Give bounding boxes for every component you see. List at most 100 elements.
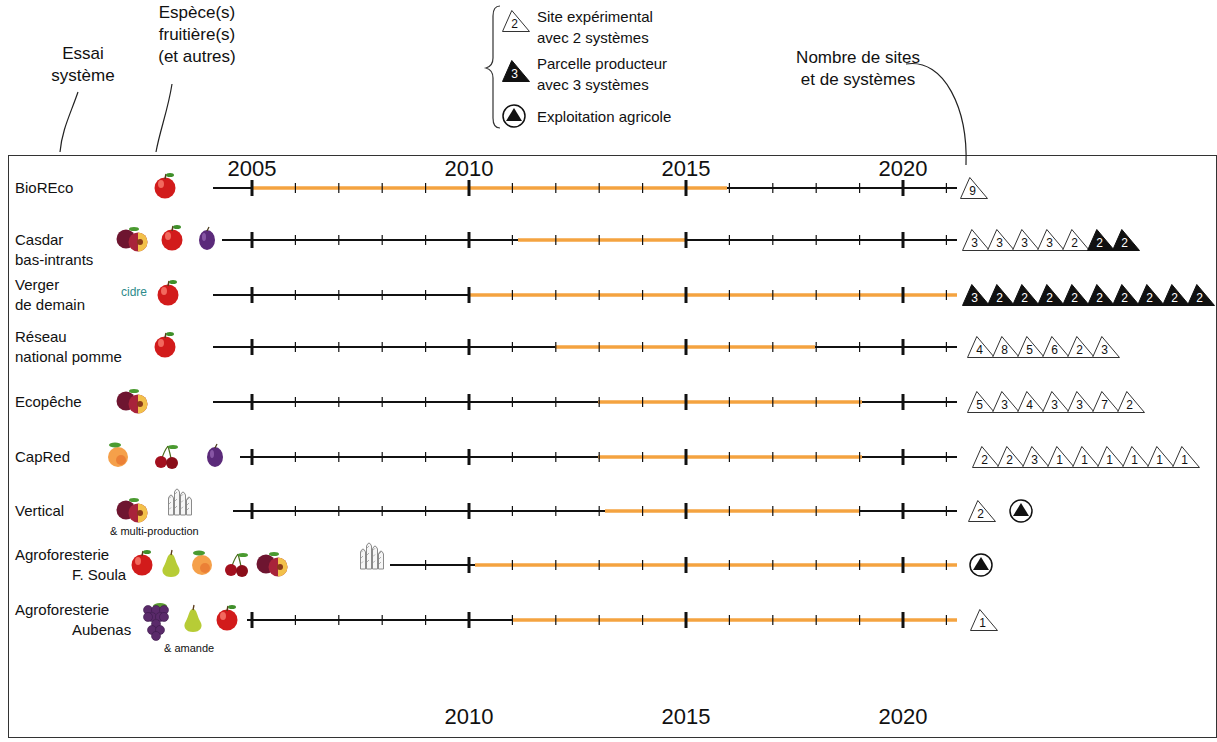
triangle-shape [1073,447,1100,468]
site-count: 3 [987,237,1012,249]
minor-tick [555,615,556,625]
minor-tick [729,560,730,570]
site-triangle: 1 [1172,446,1200,468]
trial-name: Verger de demain [15,275,85,315]
apple-leaf [169,280,177,284]
apple-leaf [228,605,236,609]
leader-line [156,84,172,152]
major-tick [251,180,254,196]
site-triangle: 2 [1117,391,1145,413]
site-triangle: 2 [1087,284,1115,306]
asparagus-scale [187,503,189,505]
minor-tick [338,452,339,462]
site-count: 2 [972,454,997,466]
plum-stem [207,227,209,231]
major-tick [685,612,688,628]
asparagus-scale [181,494,183,496]
minor-tick [599,615,600,625]
minor-tick [295,235,296,245]
minor-tick [512,506,513,516]
minor-tick [946,342,947,352]
major-tick [251,503,254,519]
triangle-shape [1048,447,1075,468]
site-count: 4 [967,344,992,356]
minor-tick [295,342,296,352]
triangle-shape [993,337,1020,358]
apricot-icon [108,447,128,467]
triangle-shape [963,230,990,251]
major-tick [468,339,471,355]
pear-icon [184,609,201,632]
farm-circle [970,554,992,576]
fruit-icon [155,445,178,469]
cherry-icon [155,456,167,468]
major-tick [251,339,254,355]
site-count: 2 [1012,292,1037,304]
triangle-shape [1018,392,1045,413]
triangle-shape [1088,230,1115,251]
asparagus-scale [187,508,189,510]
plum-shine [210,450,214,458]
minor-tick [425,342,426,352]
site-count: 2 [1187,292,1212,304]
site-count: 4 [1017,399,1042,411]
site-triangle: 3 [1042,391,1070,413]
minor-tick [772,235,773,245]
pear-stem [193,605,194,610]
minor-tick [425,235,426,245]
fruit-icon [132,550,153,576]
minor-tick [295,506,296,516]
farm-circle [503,105,525,127]
asparagus-scale [361,562,363,564]
minor-tick [599,452,600,462]
minor-tick [382,235,383,245]
minor-tick [512,615,513,625]
fruit-icon [117,389,148,414]
major-tick [251,612,254,628]
site-count: 2 [1087,237,1112,249]
fruit-icon [108,443,128,468]
triangle-shape [1043,392,1070,413]
column-heading: Essai système [51,43,114,87]
minor-tick [859,452,860,462]
minor-tick [425,560,426,570]
minor-tick [772,183,773,193]
site-count: 2 [997,454,1022,466]
minor-tick [859,183,860,193]
legend-bracket [486,6,500,128]
minor-tick [425,615,426,625]
minor-tick [295,290,296,300]
asparagus-scale [361,556,363,558]
minor-tick [555,235,556,245]
apple-shine [135,557,141,565]
year-label: 2015 [662,158,711,180]
asparagus-icon [373,546,378,569]
apple-shine [161,287,167,295]
fruit-icon [192,551,212,576]
apple-leaf [166,332,174,336]
site-triangle: 3 [962,284,990,306]
apricot-icon [192,555,212,575]
site-count: 2 [1067,344,1092,356]
site-count: 1 [1097,454,1122,466]
major-tick [685,557,688,573]
asparagus-scale [367,553,369,555]
nectarine-half [138,233,148,252]
nectarine-stone [137,510,143,516]
minor-tick [859,615,860,625]
major-tick [468,557,471,573]
minor-tick [859,506,860,516]
minor-tick [729,235,730,245]
nectarine-icon [129,233,148,252]
site-triangle: 3 [962,229,990,251]
minor-tick [295,397,296,407]
trial-name: Ecopêche [15,392,82,412]
site-count: 2 [1162,292,1187,304]
minor-tick [599,506,600,516]
site-count: 6 [1042,344,1067,356]
legend-sample-triangle [503,11,530,32]
site-count: 1 [1147,454,1172,466]
minor-tick [338,342,339,352]
triangle-shape [1123,447,1150,468]
triangle-shape [1113,230,1140,251]
